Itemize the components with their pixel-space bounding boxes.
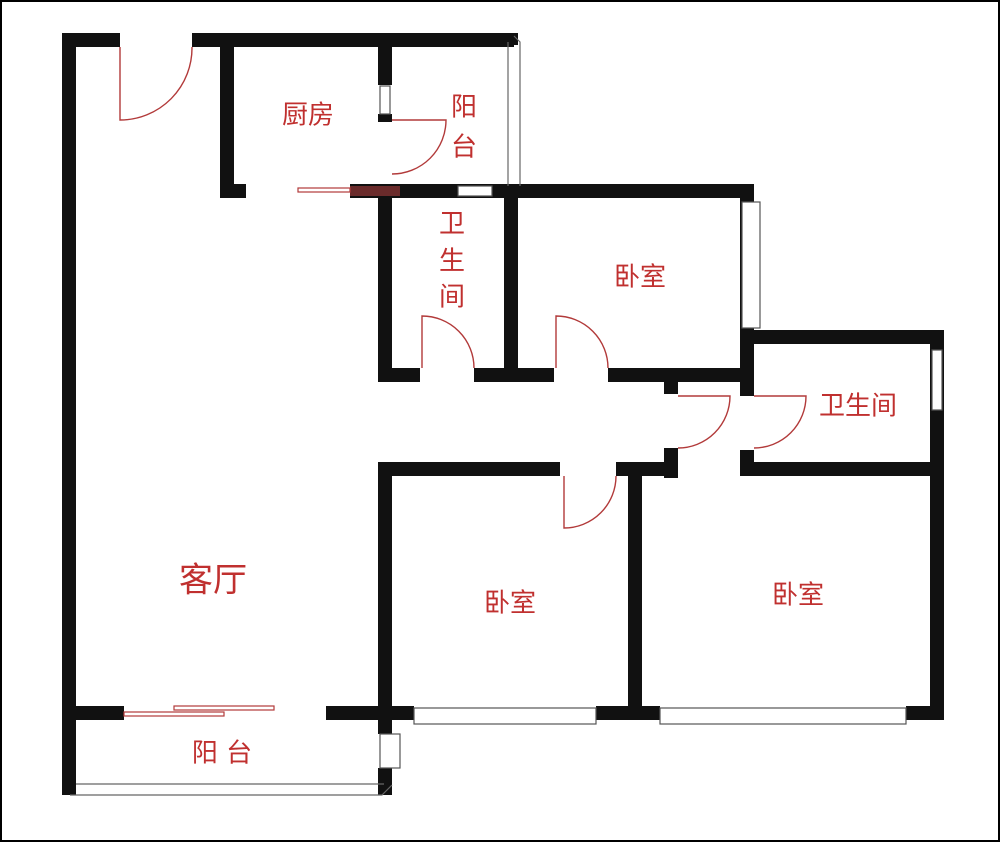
rails (70, 35, 521, 796)
wall-rbath-bottom (740, 462, 944, 476)
wall-bath-bottom-a (378, 368, 420, 382)
rail-top-balcony (513, 35, 521, 186)
door-corridor (677, 395, 731, 449)
label-bath-left-3: 间 (439, 283, 465, 313)
wall-balcony-right-top (378, 706, 392, 734)
wall-living-bottom-left (62, 706, 124, 720)
label-bath-left-1: 卫 (439, 210, 465, 240)
window-balcony-side (379, 733, 401, 769)
label-bedroom-mid: 卧室 (484, 589, 536, 619)
door-living-slide-b (173, 705, 275, 711)
threshold-kitchen (350, 186, 400, 196)
walls (62, 33, 944, 795)
room-labels: 厨房 阳 台 卫 生 间 卧室 卫生间 客厅 卧室 卧室 阳 台 (179, 93, 897, 769)
label-balcony-bottom: 阳 台 (192, 739, 252, 769)
door-living-slide-a (123, 711, 225, 717)
right-edge (998, 0, 1000, 842)
door-kitchen-balcony (391, 119, 447, 175)
window-bedroom-mid (413, 707, 597, 725)
label-kitchen: 厨房 (282, 101, 334, 131)
wall-midbed-left (378, 462, 392, 720)
window-kitchen-balcony (379, 85, 391, 115)
window-bath-top (457, 185, 493, 197)
wall-kitchen-stub (220, 184, 246, 198)
windows (350, 85, 943, 769)
rail-bottom-balcony (70, 784, 393, 796)
left-edge (0, 0, 2, 842)
wall-midbed-top-a (378, 462, 560, 476)
label-balcony-top-1: 阳 (451, 93, 477, 123)
wall-bath-bedroom (504, 184, 518, 380)
wall-corridor-col-top (664, 368, 678, 394)
wall-bed-bottom-c (906, 706, 944, 720)
door-kitchen-slide (297, 187, 351, 193)
label-bedroom-right: 卧室 (772, 581, 824, 611)
door-bath-left (421, 315, 475, 369)
wall-left-outer (62, 33, 76, 795)
wall-living-bottom-right (326, 706, 392, 720)
label-balcony-top-2: 台 (451, 133, 477, 163)
wall-kitchen-bottom (350, 184, 750, 198)
wall-bath-left (378, 184, 392, 380)
top-edge (0, 0, 1000, 2)
label-bedroom-top: 卧室 (614, 263, 666, 293)
window-bedroom-top (741, 201, 761, 329)
wall-kb-mid (378, 114, 392, 122)
wall-midbed-top-b (616, 462, 678, 476)
wall-top-left (62, 33, 120, 47)
wall-topbal-corner (504, 33, 518, 45)
label-bath-left-2: 生 (439, 247, 465, 277)
wall-kb-top (378, 33, 392, 85)
door-bedroom-mid (563, 475, 617, 529)
label-living-room: 客厅 (179, 561, 247, 601)
label-bath-right: 卫生间 (819, 392, 897, 422)
wall-balcony-right-bottom (378, 768, 392, 795)
wall-rbath-top (740, 330, 944, 344)
wall-bath-bottom-b (474, 368, 554, 382)
doors (119, 46, 807, 717)
window-bedroom-right (659, 707, 907, 725)
window-rbath (931, 349, 943, 411)
wall-bed-divider (628, 462, 642, 720)
wall-right-outer (930, 330, 944, 720)
wall-bed-bottom-b (596, 706, 660, 720)
door-bath-right (753, 395, 807, 449)
door-bedroom-top (555, 315, 609, 369)
bottom-edge (0, 840, 1000, 842)
wall-bedroom-top-bottom (608, 368, 754, 382)
wall-top-main (192, 33, 514, 47)
door-entrance (119, 46, 193, 121)
wall-kitchen-left (220, 33, 234, 196)
